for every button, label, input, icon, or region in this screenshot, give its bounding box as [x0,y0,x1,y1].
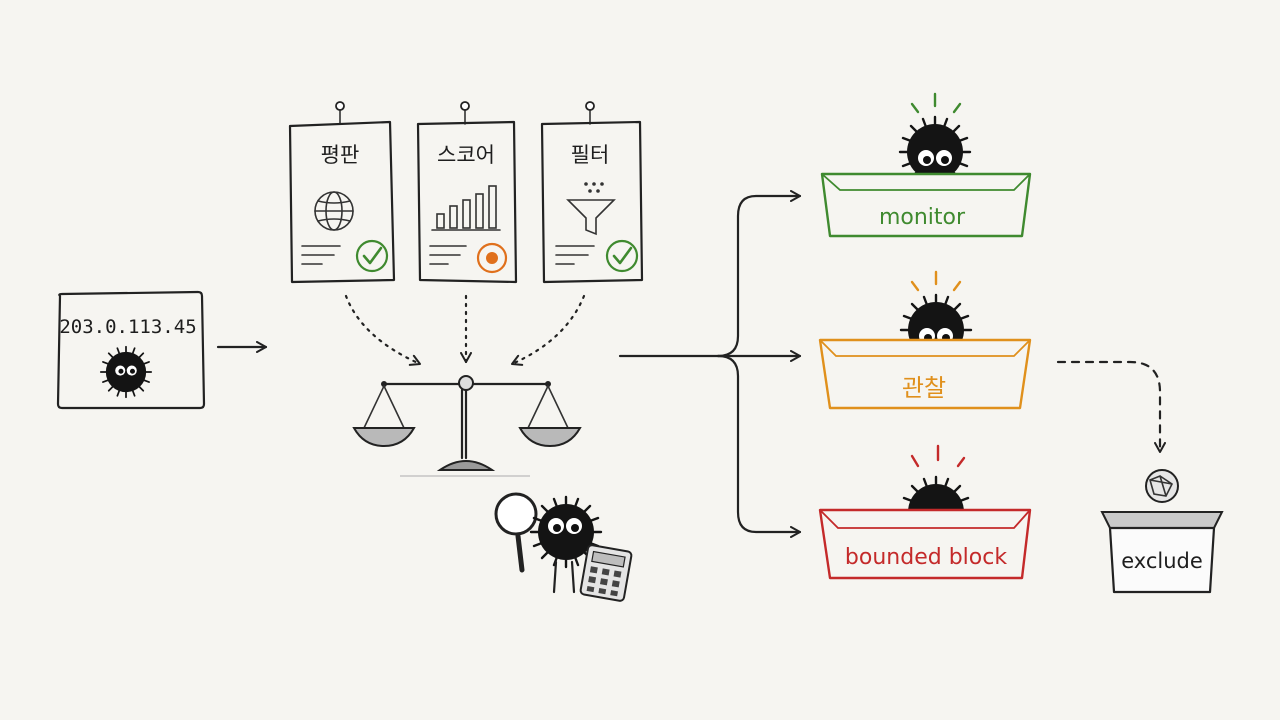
check-mark-icon [605,239,639,273]
outcome-bin-observe: 관찰 [818,270,1032,410]
outcome-bin-bounded-block: bounded block [818,444,1032,580]
target-dot-icon [476,242,508,274]
exclude-bin: exclude [1100,469,1224,594]
check-card-reputation: 평판 [288,101,396,284]
magnifier-icon [494,492,538,573]
check-mark-icon [355,239,389,273]
ip-fuzzball-icon [99,345,153,399]
check-card-filter: 필터 [540,101,644,284]
alert-marks-icon [910,92,962,114]
text-lines-icon [301,245,341,265]
balance-scale-icon [352,375,582,477]
outcome-label-observe: 관찰 [902,374,946,402]
globe-icon [314,191,354,231]
text-lines-icon [429,245,467,265]
branch-arrows [618,190,802,538]
check-to-scale-arrows [344,294,586,366]
crumpled-paper-icon [1145,469,1179,503]
alert-marks-icon [910,444,966,468]
check-label-score: 스코어 [437,143,495,167]
outcome-bin-monitor: monitor [820,92,1032,238]
bar-chart-icon [431,185,501,231]
check-label-filter: 필터 [571,143,610,167]
funnel-icon [566,182,616,236]
outcome-label-monitor: monitor [879,205,966,230]
inspector-character [494,492,633,602]
exclude-label: exclude [1121,549,1203,573]
calculator-icon [579,544,633,602]
arrow-to-exclude [1056,360,1166,454]
check-card-score: 스코어 [416,101,518,284]
alert-marks-icon [910,270,962,292]
text-lines-icon [555,245,595,265]
check-label-reputation: 평판 [321,143,360,167]
ip-address-label: 203.0.113.45 [59,316,196,338]
ip-source-card: 203.0.113.45 [56,290,206,410]
outcome-label-bounded-block: bounded block [845,545,1007,570]
